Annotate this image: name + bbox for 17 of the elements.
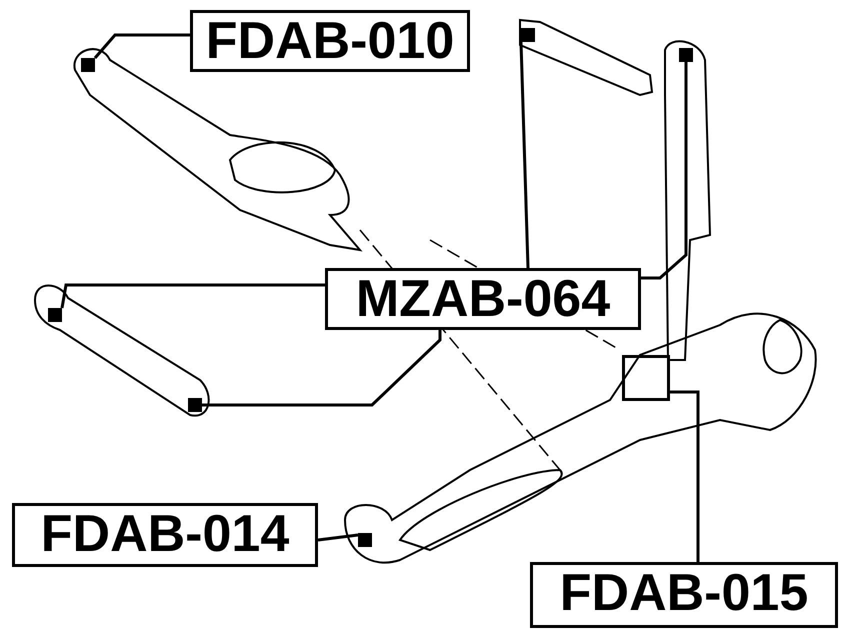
part-number-label: MZAB-064 [325, 268, 641, 330]
leader-line [670, 390, 700, 562]
part-number-label: FDAB-010 [190, 10, 470, 72]
bushing-marker [48, 308, 62, 322]
leader-line [94, 34, 190, 59]
bushing-marker [81, 58, 95, 72]
leader-line [202, 330, 442, 406]
part-number-label: FDAB-015 [530, 562, 838, 628]
bushing-marker [679, 48, 693, 62]
part-number-label: FDAB-014 [12, 503, 318, 567]
bushing-marker [521, 28, 535, 42]
bushing-outline [622, 355, 670, 401]
bushing-marker [358, 533, 372, 547]
leader-line [520, 42, 530, 268]
leader-line [318, 534, 358, 542]
leader-line [60, 284, 325, 308]
bushing-marker [188, 398, 202, 412]
